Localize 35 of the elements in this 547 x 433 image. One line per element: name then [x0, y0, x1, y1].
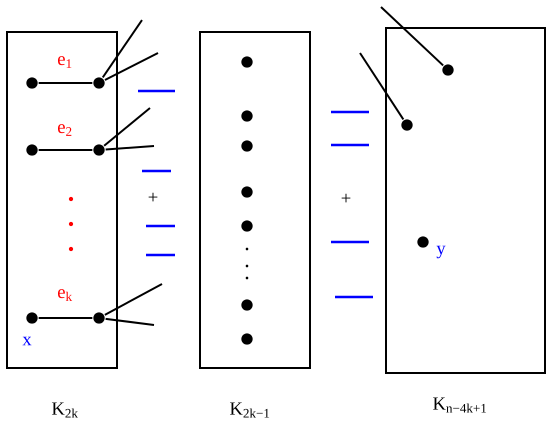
vertex [442, 64, 454, 76]
half-edge [104, 52, 158, 81]
box-caption: K$_{2k}$ [52, 402, 78, 418]
vertex-label: y [436, 246, 446, 258]
vertex [401, 119, 413, 131]
half-edge [359, 52, 404, 120]
vertex-label: x [22, 336, 32, 346]
vertex [241, 299, 253, 311]
plus-sign: + [148, 192, 158, 202]
vertex [93, 144, 105, 156]
half-edge [104, 107, 151, 147]
edge-label: e$_{k}$ [58, 289, 72, 301]
vertex [241, 186, 253, 198]
vertex [93, 312, 105, 324]
edge-line [38, 317, 92, 319]
plus-sign: + [342, 194, 350, 202]
half-edge [102, 19, 143, 78]
edge-line [38, 82, 92, 84]
half-edge [380, 6, 444, 66]
vertex [241, 220, 253, 232]
half-edge [105, 318, 154, 326]
vertex [241, 333, 253, 345]
vertex [241, 56, 253, 68]
box-caption: K$_{n−4k+1}$ [433, 397, 486, 413]
vertex [26, 77, 38, 89]
edge-label: e$_{2}$ [58, 124, 72, 136]
half-edge [104, 283, 162, 316]
vertex [241, 110, 253, 122]
vertex [26, 144, 38, 156]
box-caption: K$_{2k−1}$ [230, 402, 270, 418]
half-edge [106, 145, 154, 151]
edge-label: e$_{1}$ [58, 56, 72, 68]
vertex [241, 140, 253, 152]
vertex [93, 77, 105, 89]
edge-line [38, 149, 92, 151]
